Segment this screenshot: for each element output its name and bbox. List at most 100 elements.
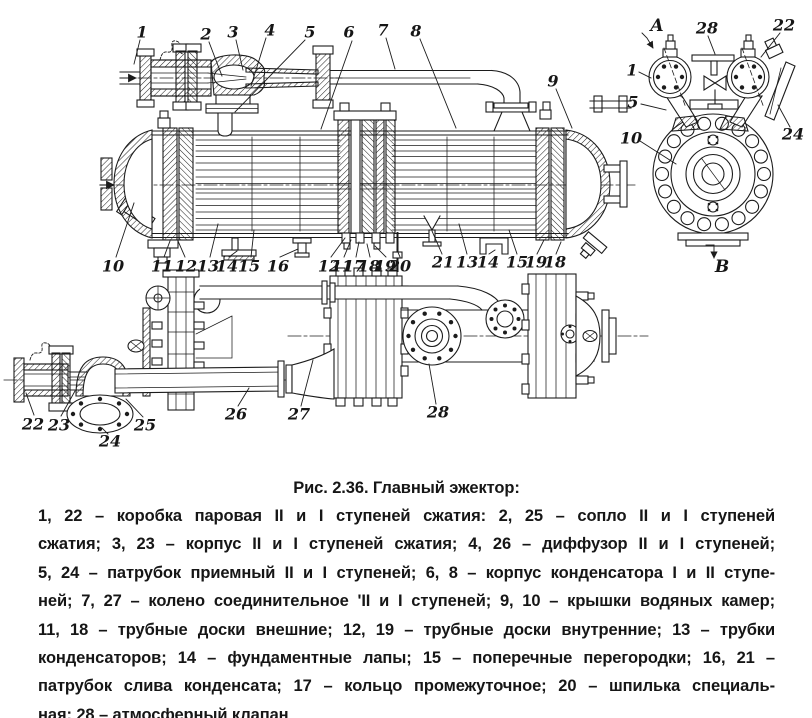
callout-15: 15 bbox=[506, 253, 528, 272]
callout-leader-17 bbox=[355, 241, 360, 258]
callout-leader-7 bbox=[385, 37, 396, 70]
atmospheric-valve-flange bbox=[402, 306, 462, 366]
callout-12: 12 bbox=[318, 257, 340, 276]
view-longitudinal-section bbox=[99, 40, 637, 272]
callout-leader-16 bbox=[279, 248, 299, 258]
atmospheric-valve bbox=[691, 54, 735, 110]
callout-24: 24 bbox=[98, 432, 121, 451]
caption-line: 11, 18 – трубные доски внешние; 12, 19 –… bbox=[38, 620, 775, 639]
section-arrow-a: А bbox=[641, 16, 664, 49]
view-side bbox=[3, 267, 649, 434]
cover-bolt-ring bbox=[654, 116, 772, 232]
callout-leader-28 bbox=[707, 35, 716, 55]
callout-16: 16 bbox=[267, 257, 289, 276]
callout-2: 2 bbox=[199, 25, 211, 44]
condensate-drain-left bbox=[292, 237, 312, 258]
caption-line: конденсаторов; 14 – фундаментные лапы; 1… bbox=[38, 649, 775, 668]
caption-line: 1, 22 – коробка паровая II и I ступеней … bbox=[38, 507, 775, 525]
caption-line: ная; 28 – атмосферный клапан bbox=[38, 705, 289, 718]
technical-drawing: А В 123456789101112131415161211171819202… bbox=[3, 16, 804, 451]
callout-19: 19 bbox=[374, 257, 396, 276]
tube-sheets-right bbox=[535, 101, 565, 241]
callout-11: 11 bbox=[151, 257, 173, 276]
callout-leader-8 bbox=[419, 38, 457, 129]
callout-leader-15 bbox=[508, 229, 518, 255]
callout-1: 1 bbox=[136, 23, 147, 42]
callout-leader-18 bbox=[555, 241, 562, 255]
callout-leader-13 bbox=[209, 223, 219, 258]
callout-6: 6 bbox=[343, 23, 354, 42]
tube-bundle-right bbox=[391, 139, 537, 231]
callout-5: 5 bbox=[627, 93, 638, 112]
callout-leader-12 bbox=[330, 237, 346, 258]
callout-4: 4 bbox=[264, 21, 275, 40]
stage2-ejector-assembly bbox=[119, 40, 334, 137]
water-chamber-cover-left bbox=[100, 129, 156, 239]
callout-leader-9 bbox=[555, 88, 573, 129]
callout-12: 12 bbox=[175, 257, 197, 276]
section-label-a: А bbox=[648, 16, 664, 36]
callout-leader-26 bbox=[237, 387, 250, 407]
callout-leader-13 bbox=[458, 223, 468, 255]
connecting-pipe-stage2 bbox=[329, 69, 537, 132]
callout-leader-27 bbox=[300, 359, 314, 407]
foundation-foot-right bbox=[479, 237, 509, 255]
callout-leader-2 bbox=[208, 41, 223, 77]
callout-13: 13 bbox=[197, 257, 219, 276]
callout-13: 13 bbox=[456, 253, 478, 272]
stage2-nozzle bbox=[207, 72, 247, 84]
callout-1: 1 bbox=[626, 61, 637, 80]
caption-line: ней; 7, 27 – колено соединительное 'II и… bbox=[38, 592, 775, 611]
caption-line: патрубок слива конденсата; 17 – кольцо п… bbox=[38, 677, 775, 696]
callout-leader-10 bbox=[115, 202, 135, 258]
callout-leader-6 bbox=[320, 40, 353, 130]
callout-leader-5 bbox=[234, 39, 306, 113]
caption: Рис. 2.36. Главный эжектор: 1, 22 – коро… bbox=[38, 474, 775, 718]
callout-24: 24 bbox=[781, 125, 804, 144]
callout-leader-3 bbox=[235, 39, 244, 71]
pipe-bell-mouth bbox=[493, 111, 531, 132]
callout-11: 11 bbox=[331, 257, 353, 276]
callout-leader-15 bbox=[250, 229, 255, 258]
section-label-b: В bbox=[714, 257, 729, 277]
callout-leader-22 bbox=[760, 32, 781, 58]
callout-leader-21 bbox=[431, 230, 443, 255]
callout-leader-22 bbox=[25, 392, 35, 416]
steam-box-circle-left bbox=[648, 34, 692, 109]
face-plug-bottom bbox=[707, 201, 719, 213]
callout-22: 22 bbox=[21, 415, 44, 434]
stage1-bottom-flange bbox=[66, 394, 134, 434]
foundation-foot-left bbox=[221, 237, 257, 261]
cover-drain-fitting bbox=[579, 231, 608, 260]
callout-21: 21 bbox=[431, 253, 454, 272]
callout-leader-19 bbox=[536, 239, 545, 255]
callout-5: 5 bbox=[304, 23, 315, 42]
callout-leader-24 bbox=[101, 427, 109, 435]
callout-leader-14 bbox=[228, 250, 238, 258]
tube-bundle-left bbox=[195, 139, 341, 231]
callout-leader-19 bbox=[374, 245, 387, 258]
callout-leader-4 bbox=[250, 37, 267, 87]
callout-18: 18 bbox=[358, 257, 380, 276]
tube-sheets-left bbox=[147, 110, 194, 264]
callout-15: 15 bbox=[238, 257, 260, 276]
steam-box-flange bbox=[139, 55, 152, 101]
stage1-elbow bbox=[291, 348, 335, 400]
section-arrow-b: В bbox=[705, 244, 729, 277]
receiving-pipe bbox=[217, 112, 233, 137]
callout-10: 10 bbox=[102, 257, 124, 276]
callout-leader-1 bbox=[638, 71, 652, 79]
receiving-strut bbox=[764, 37, 796, 121]
callout-leader-5 bbox=[640, 103, 667, 111]
stage2-side-assembly bbox=[127, 269, 233, 411]
steam-box-circle-right bbox=[726, 34, 770, 109]
water-chamber-cover-right bbox=[565, 95, 632, 260]
callout-19: 19 bbox=[525, 253, 547, 272]
callout-leader-1 bbox=[133, 39, 141, 65]
face-plug-top bbox=[707, 134, 719, 146]
callout-leader-18 bbox=[366, 243, 371, 258]
callout-28: 28 bbox=[695, 19, 718, 38]
stage1-body bbox=[66, 356, 153, 434]
